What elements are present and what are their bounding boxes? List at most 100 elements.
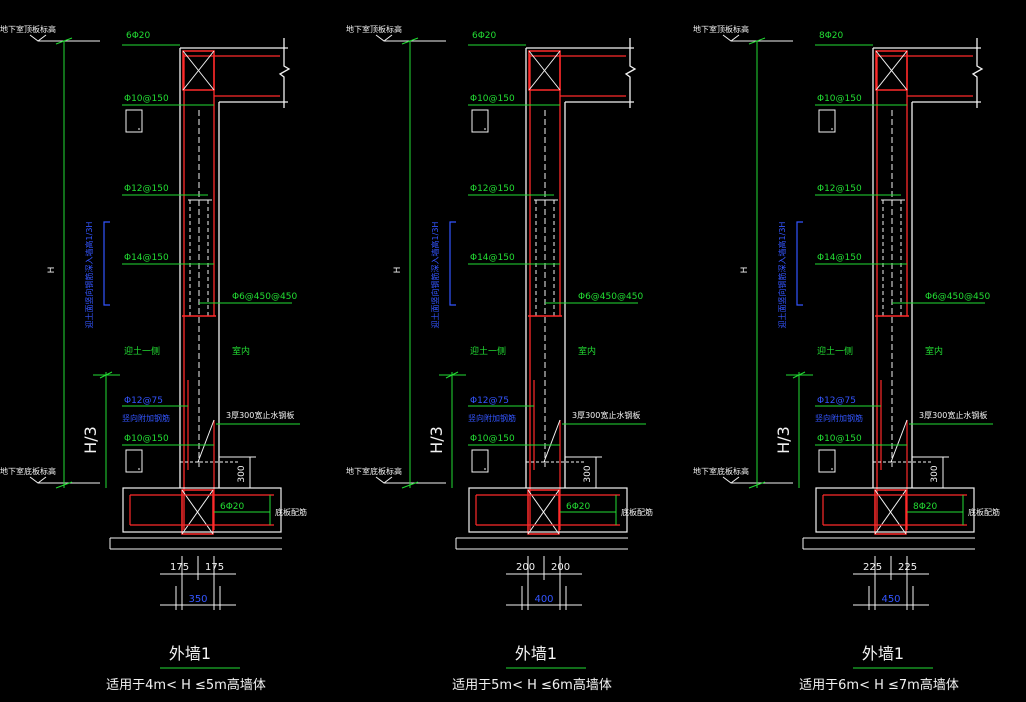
total-width-label: 450 [881, 594, 900, 605]
h-label: H [393, 267, 403, 274]
indoor-label: 室内 [578, 345, 596, 357]
h-label: H [740, 267, 750, 274]
phi12-75-label: Φ12@75 [470, 396, 509, 406]
width-half-right-label: 175 [205, 562, 224, 573]
phi6-450-label: Φ6@450@450 [232, 292, 297, 302]
phi14-150-label: Φ14@150 [124, 253, 169, 263]
rebar-bend [197, 419, 215, 463]
h3-label: H/3 [81, 426, 100, 454]
base-beam-section-diag-b [527, 489, 560, 535]
wall-detail-panel-1: 地下室顶板标高地下室底板标高HH/33006Φ20Φ10@150Φ12@150Φ… [0, 24, 307, 693]
waterstop-label: 3厚300宽止水钢板 [226, 410, 294, 420]
side-note-bracket [449, 221, 456, 306]
phi12-150-label: Φ12@150 [470, 184, 515, 194]
detail-subtitle: 适用于4m< H ≤5m高墙体 [106, 677, 266, 693]
top-beam-section-diag-b [182, 50, 215, 91]
rebar-bend [890, 419, 908, 463]
phi6-450-label: Φ6@450@450 [578, 292, 643, 302]
base-bars-label: 8Φ20 [913, 502, 938, 512]
soil-side-label: 迎土一侧 [817, 345, 853, 357]
footing-outline [468, 487, 628, 533]
anchor-bar-icon [125, 449, 143, 473]
top-beam-section [182, 50, 215, 91]
top-elevation-label-triangle [29, 34, 47, 42]
base-rebar-label: 底板配筋 [275, 507, 307, 517]
width-half-left-label: 175 [170, 562, 189, 573]
detail-title: 外墙1 [169, 644, 211, 663]
side-note-label: 迎土面竖向钢筋深入墙高1/3H [84, 222, 94, 329]
width-half-left-label: 200 [516, 562, 535, 573]
phi10-150-low-label: Φ10@150 [124, 434, 169, 444]
h3-tick-top [99, 371, 113, 379]
phi14-150-label: Φ14@150 [817, 253, 862, 263]
top-bars-label: 6Φ20 [472, 31, 497, 41]
phi10-150-low-label: Φ10@150 [470, 434, 515, 444]
base-beam-section [527, 489, 560, 535]
h-dim-tick-bottom [55, 481, 73, 489]
bottom-elevation-label: 地下室底板标高 [693, 466, 749, 476]
phi12-150-label: Φ12@150 [124, 184, 169, 194]
h3-label: H/3 [774, 426, 793, 454]
base-bars-label: 6Φ20 [566, 502, 591, 512]
bottom-elevation-label-triangle [722, 476, 740, 484]
phi12-150-label: Φ12@150 [817, 184, 862, 194]
detail-title: 外墙1 [862, 644, 904, 663]
h3-label: H/3 [427, 426, 446, 454]
phi12-75-label: Φ12@75 [817, 396, 856, 406]
phi10-150-label: Φ10@150 [124, 94, 169, 104]
base-beam-section [874, 489, 907, 535]
break-line-icon [624, 38, 637, 108]
side-note-label: 迎土面竖向钢筋深入墙高1/3H [430, 222, 440, 329]
detail-subtitle: 适用于5m< H ≤6m高墙体 [452, 677, 612, 693]
phi12-75-label: Φ12@75 [124, 396, 163, 406]
indoor-label: 室内 [232, 345, 250, 357]
anchor-bar-icon [125, 109, 143, 133]
soil-side-label: 迎土一侧 [470, 345, 506, 357]
top-beam-section-diag-b [875, 50, 908, 91]
bottom-elevation-label-triangle [375, 476, 393, 484]
detail-subtitle: 适用于6m< H ≤7m高墙体 [799, 677, 959, 693]
break-line-icon [278, 38, 291, 108]
extra-bars-label: 竖向附加钢筋 [122, 413, 170, 423]
base-beam-section-diag-b [181, 489, 214, 535]
h-dim-tick-bottom [401, 481, 419, 489]
side-note-bracket [796, 221, 803, 306]
width-half-right-label: 200 [551, 562, 570, 573]
h3-tick-top [792, 371, 806, 379]
top-bars-label: 8Φ20 [819, 31, 844, 41]
top-elevation-label-triangle [722, 34, 740, 42]
dim-300-label: 300 [583, 465, 593, 482]
anchor-bar-icon [818, 109, 836, 133]
bottom-elevation-label: 地下室底板标高 [0, 466, 56, 476]
phi6-450-label: Φ6@450@450 [925, 292, 990, 302]
h-dim-tick-bottom [748, 481, 766, 489]
side-note-bracket [103, 221, 110, 306]
top-elevation-label: 地下室顶板标高 [0, 24, 56, 34]
top-beam-section-diag-b [528, 50, 561, 91]
base-bars-label: 6Φ20 [220, 502, 245, 512]
anchor-bar-icon [818, 449, 836, 473]
break-line-icon [971, 38, 984, 108]
wall-detail-panel-2: 地下室顶板标高地下室底板标高HH/33006Φ20Φ10@150Φ12@150Φ… [346, 24, 653, 693]
base-rebar-label: 底板配筋 [968, 507, 1000, 517]
total-width-label: 350 [188, 594, 207, 605]
phi10-150-low-label: Φ10@150 [817, 434, 862, 444]
top-elevation-label: 地下室顶板标高 [346, 24, 402, 34]
bottom-elevation-label-triangle [29, 476, 47, 484]
footing-outline [815, 487, 975, 533]
base-beam-section-diag-b [874, 489, 907, 535]
soil-side-label: 迎土一侧 [124, 345, 160, 357]
extra-bars-label: 竖向附加钢筋 [468, 413, 516, 423]
top-bars-label: 6Φ20 [126, 31, 151, 41]
dim-300-label: 300 [930, 465, 940, 482]
indoor-label: 室内 [925, 345, 943, 357]
extra-bars-label: 竖向附加钢筋 [815, 413, 863, 423]
phi14-150-label: Φ14@150 [470, 253, 515, 263]
phi10-150-label: Φ10@150 [470, 94, 515, 104]
detail-title: 外墙1 [515, 644, 557, 663]
top-elevation-label-triangle [375, 34, 393, 42]
top-beam-section [528, 50, 561, 91]
phi10-150-label: Φ10@150 [817, 94, 862, 104]
dim-300-label: 300 [237, 465, 247, 482]
